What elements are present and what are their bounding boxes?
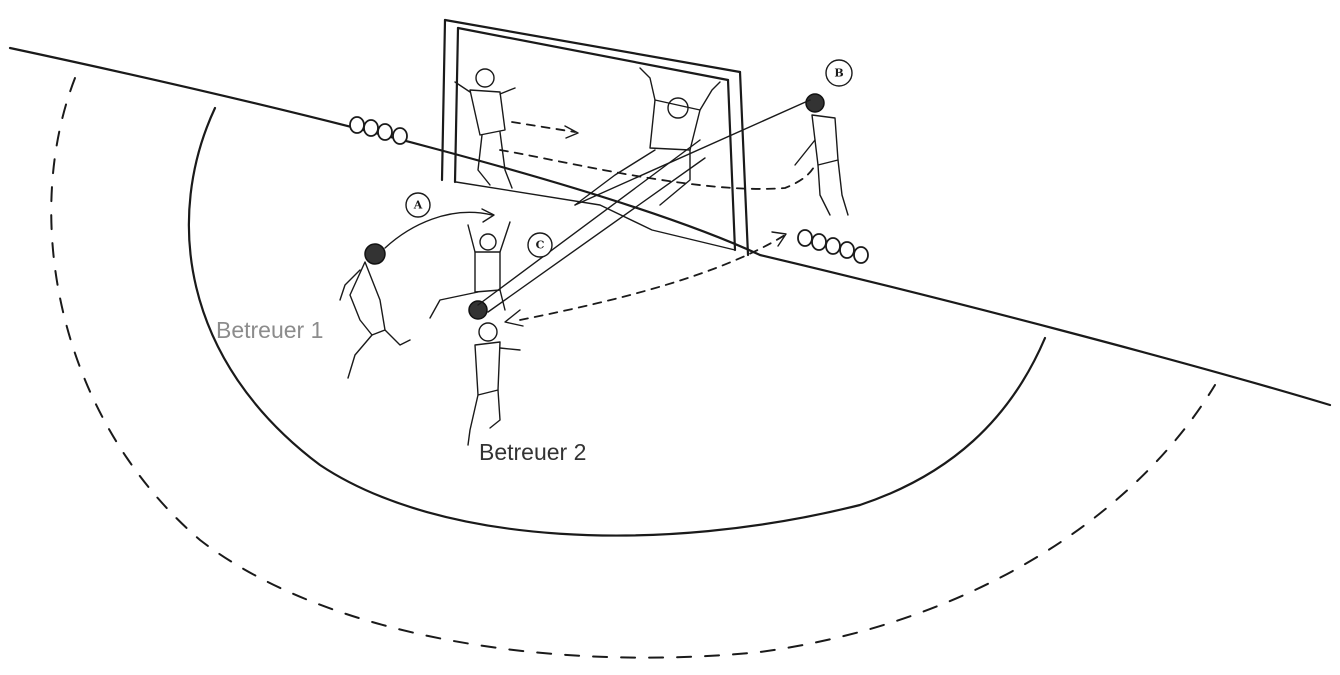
marker-b: B: [826, 60, 852, 86]
marker-b-text: B: [834, 67, 843, 80]
player-figure-b: [795, 94, 848, 215]
pass-arrow-a: [385, 212, 492, 248]
player-figure-betreuer-2: [468, 301, 520, 445]
marker-a: A: [406, 193, 430, 217]
marker-c-text: C: [536, 239, 545, 252]
player-figure-betreuer-1: [340, 244, 410, 378]
label-betreuer-1: Betreuer 1: [216, 317, 323, 344]
goal: [442, 20, 748, 255]
ball-stack-left: [350, 117, 407, 144]
run-path-goalkeeper: [500, 150, 815, 189]
marker-c: C: [528, 233, 552, 257]
player-figure-center: [430, 222, 510, 318]
label-betreuer-2: Betreuer 2: [479, 439, 586, 466]
ball-stack-right: [798, 230, 868, 263]
marker-a-text: A: [413, 199, 423, 212]
free-throw-line: [51, 78, 1215, 658]
